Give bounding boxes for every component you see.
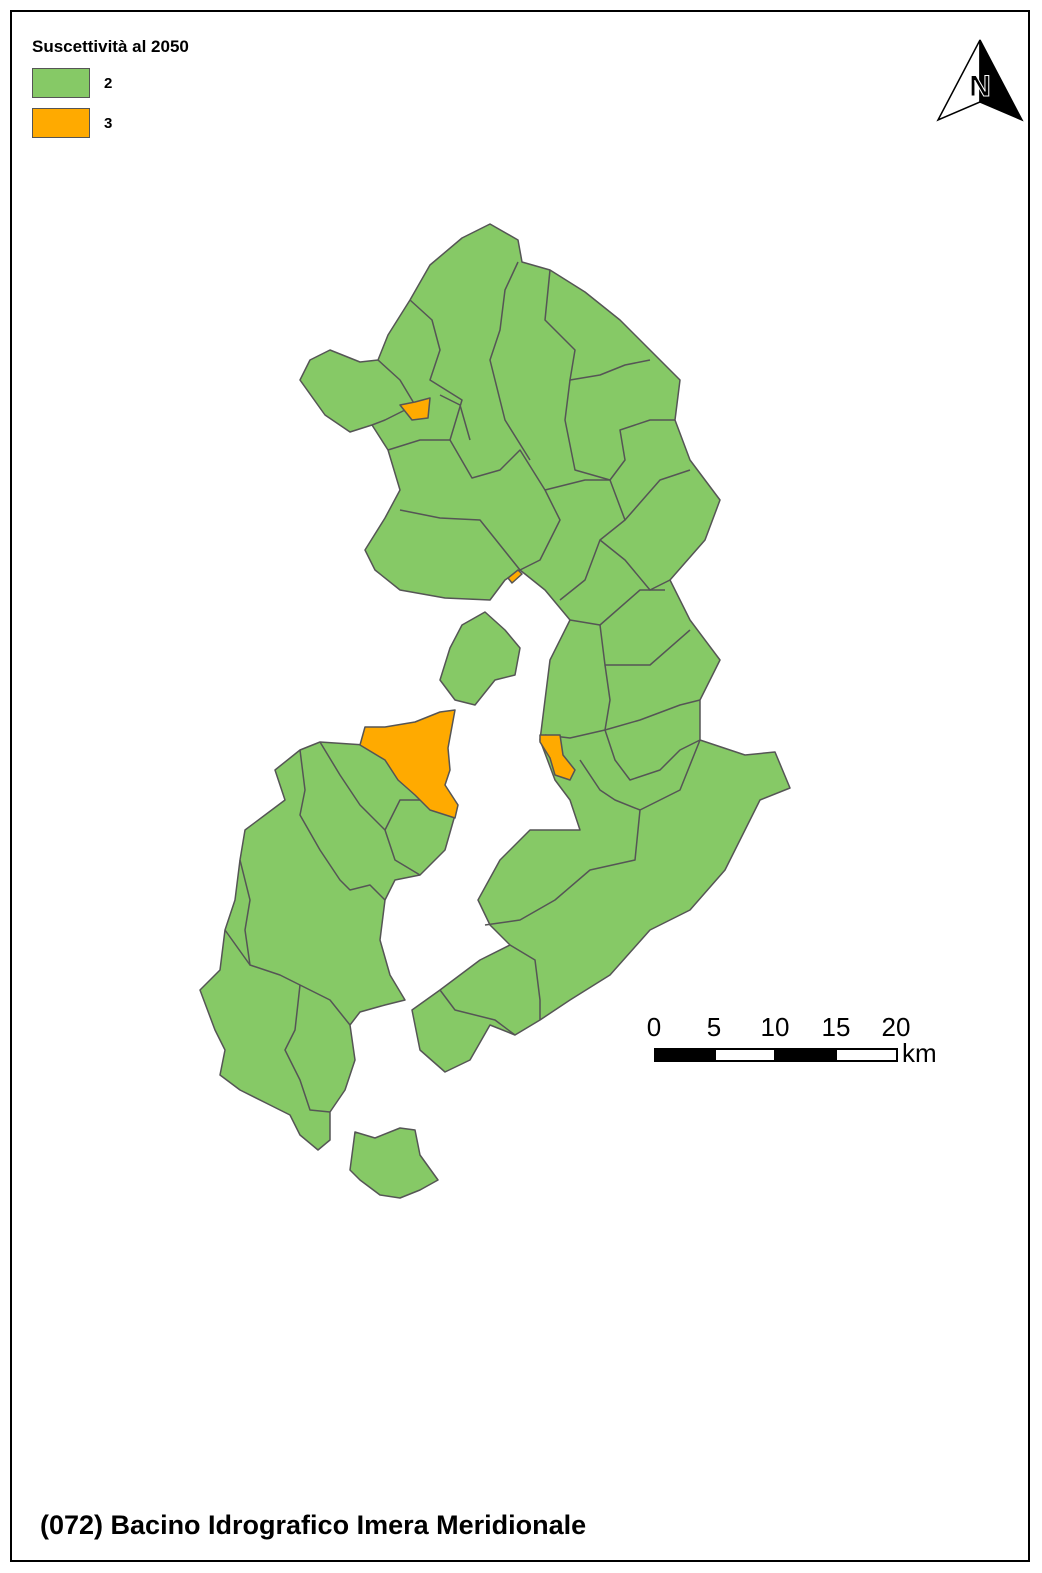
municipality-area-class-3	[399, 397, 431, 421]
municipality-area-class-3	[507, 569, 523, 584]
legend-swatch-green	[32, 68, 90, 98]
municipality-area-class-3	[359, 709, 459, 819]
scale-unit: km	[902, 1038, 937, 1068]
municipality-area	[439, 611, 521, 706]
scale-tick: 10	[760, 1012, 790, 1042]
scale-segment	[774, 1048, 837, 1062]
map-title: (072) Bacino Idrografico Imera Meridiona…	[40, 1510, 587, 1540]
scale-bar: 0 5 10 15 20 km	[630, 1012, 960, 1082]
municipality-area	[199, 741, 456, 1151]
scale-segment	[714, 1048, 776, 1062]
scale-tick: 0	[646, 1012, 662, 1042]
north-arrow-letter: N	[969, 70, 991, 103]
scale-segment	[654, 1048, 716, 1062]
legend-label: 2	[104, 74, 113, 92]
municipality-area	[299, 223, 791, 1073]
legend: Suscettività al 2050 2 3	[32, 37, 189, 143]
scale-tick: 5	[706, 1012, 722, 1042]
municipality-area-class-3	[539, 734, 576, 781]
legend-item-class-2: 2	[32, 63, 189, 103]
scale-tick: 20	[881, 1012, 911, 1042]
north-arrow-icon: N	[936, 39, 1024, 122]
legend-label: 3	[104, 114, 113, 132]
legend-item-class-3: 3	[32, 103, 189, 143]
scale-tick: 15	[821, 1012, 851, 1042]
scale-segment	[835, 1048, 898, 1062]
legend-swatch-orange	[32, 108, 90, 138]
municipality-area	[349, 1127, 439, 1199]
legend-title: Suscettività al 2050	[32, 37, 189, 56]
